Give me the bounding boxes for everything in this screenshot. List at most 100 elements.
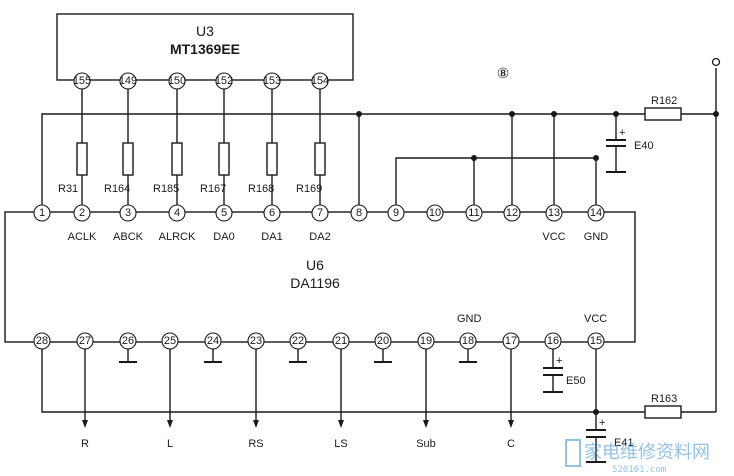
- u3-pin: [73, 72, 91, 90]
- u6-top-pin: [503, 204, 521, 222]
- u6-top-pin-number: 11: [468, 207, 479, 219]
- junction-dot: [593, 155, 599, 161]
- u6-bottom-pin-number: 20: [377, 335, 389, 347]
- resistor-label: R31: [58, 183, 78, 195]
- resistor-label: R164: [104, 183, 130, 195]
- r163-resistor: [644, 405, 682, 419]
- u6-bottom-pin-number: 27: [79, 335, 91, 347]
- watermark-url: 520101.com: [612, 465, 666, 475]
- ground-bus: [395, 157, 597, 205]
- output-arrow-icon: [82, 420, 88, 428]
- u3-ref: U3: [196, 23, 214, 39]
- r162-resistor: [644, 107, 682, 121]
- u6-top-pin: [426, 204, 444, 222]
- output-label: Sub: [416, 438, 436, 450]
- resistor-label: R185: [153, 183, 179, 195]
- u6-top-pin: [587, 204, 605, 222]
- output-arrow-icon: [253, 420, 259, 428]
- junction-dot: [471, 155, 477, 161]
- u6-bottom-pin-number: 22: [292, 335, 304, 347]
- resistor-body: [218, 142, 230, 176]
- u3-pin-number: 153: [263, 75, 281, 87]
- u3-pin: [263, 72, 281, 90]
- u6-part: DA1196: [290, 275, 340, 291]
- resistor-body: [171, 142, 183, 176]
- u3-pin: [119, 72, 137, 90]
- u6-bottom-pin-number: 17: [505, 335, 517, 347]
- u6-ref: U6: [306, 257, 324, 273]
- u3-chip-body: [56, 13, 354, 81]
- e41-label: E41: [614, 437, 634, 449]
- u3-pin-number: 152: [215, 75, 233, 87]
- u3-pin-number: 149: [119, 75, 137, 87]
- output-arrow-icon: [338, 420, 344, 428]
- u6-bottom-pin-number: 18: [462, 335, 474, 347]
- e40-label: E40: [634, 140, 654, 152]
- u6-top-pin-number: 13: [548, 207, 560, 219]
- u6-top-pin-label: VCC: [542, 231, 565, 243]
- u6-top-pin-number: 10: [429, 207, 441, 219]
- u6-top-pin: [263, 204, 281, 222]
- resistor-body: [122, 142, 134, 176]
- output-label: R: [81, 438, 89, 450]
- u6-top-pin-number: 1: [39, 207, 45, 219]
- u6-top-pin: [215, 204, 233, 222]
- u6-top-pin: [545, 204, 563, 222]
- e40-plus: +: [619, 127, 625, 139]
- watermark-text: 家电维修资料网: [584, 442, 710, 463]
- u6-bottom-pin-number: 23: [250, 335, 262, 347]
- u6-chip-body: [4, 211, 636, 343]
- gnd-label-bottom: GND: [457, 313, 482, 325]
- u6-top-pin-number: 7: [317, 207, 323, 219]
- u6-top-pin-number: 3: [125, 207, 131, 219]
- u6-bottom-pin-number: 16: [547, 335, 559, 347]
- resistor-body: [314, 142, 326, 176]
- u6-top-pin: [73, 204, 91, 222]
- u6-bottom-pin-number: 24: [207, 335, 219, 347]
- output-label: C: [507, 438, 515, 450]
- u6-bottom-pin-number: 21: [335, 335, 347, 347]
- u3-part: MT1369EE: [170, 41, 240, 57]
- resistor-body: [266, 142, 278, 176]
- u3-pin-number: 155: [73, 75, 91, 87]
- figure-number: ⑧: [497, 65, 510, 81]
- e50-label: E50: [566, 375, 586, 387]
- output-arrow-icon: [167, 420, 173, 428]
- u6-top-pin-number: 9: [393, 207, 399, 219]
- u3-pin-number: 154: [311, 75, 329, 87]
- resistor-label: R167: [200, 183, 226, 195]
- u6-top-pin-number: 12: [506, 207, 518, 219]
- u6-top-pin-number: 6: [269, 207, 275, 219]
- u3-pin: [311, 72, 329, 90]
- u6-bottom-pin-number: 15: [590, 335, 602, 347]
- u6-top-pin-label: DA1: [261, 231, 282, 243]
- vcc-label-bottom: VCC: [584, 313, 607, 325]
- e41-plus: +: [599, 417, 605, 429]
- u3-pin: [168, 72, 186, 90]
- u6-top-pin-number: 14: [590, 207, 602, 219]
- r162-label: R162: [651, 95, 677, 107]
- output-label: LS: [334, 438, 347, 450]
- e50-plus: +: [556, 355, 562, 367]
- output-label: RS: [248, 438, 263, 450]
- audio-outputs: R L RS LS Sub C: [81, 349, 515, 450]
- u6-bottom-pin-number: 25: [164, 335, 176, 347]
- u6-top-pin-number: 5: [221, 207, 227, 219]
- u6-top-pin: [168, 204, 186, 222]
- r163-label: R163: [651, 393, 677, 405]
- u6-top-pin: [465, 204, 483, 222]
- bottom-rail: [41, 349, 645, 413]
- u6-top-pin-label: ACLK: [68, 231, 97, 243]
- output-label: L: [167, 438, 173, 450]
- u6-top-pin-label: DA0: [213, 231, 234, 243]
- u6-top-pin-label: GND: [584, 231, 609, 243]
- resistor-label: R168: [248, 183, 274, 195]
- u3-pin: [215, 72, 233, 90]
- junction-dot: [593, 409, 599, 415]
- u6-top-pin-number: 2: [79, 207, 85, 219]
- output-arrow-icon: [508, 420, 514, 428]
